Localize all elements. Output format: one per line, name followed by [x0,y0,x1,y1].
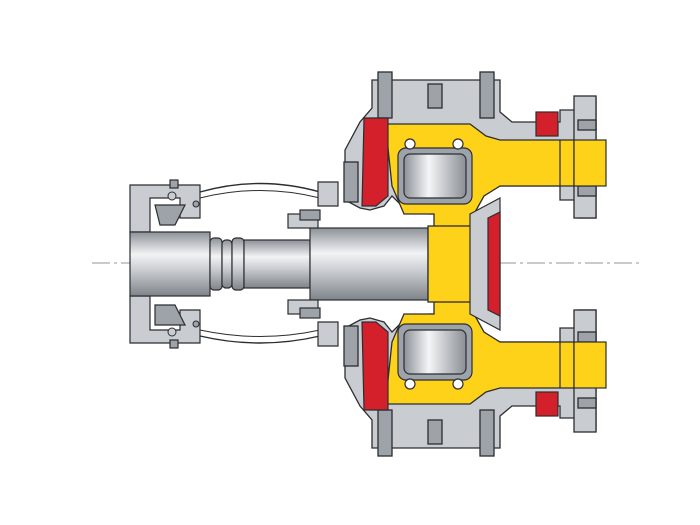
inlet-flange-top [559,139,607,187]
impeller-disc [469,197,501,331]
lower-seal [361,321,559,417]
lower-bearing [397,323,473,390]
drive-shaft [243,209,429,319]
coupling [167,191,200,337]
motor-shaft [129,231,245,297]
upper-bearing [397,138,473,205]
coupling-lantern [129,179,339,349]
upper-seal [361,111,559,207]
outlet-flange-bottom [559,341,607,389]
